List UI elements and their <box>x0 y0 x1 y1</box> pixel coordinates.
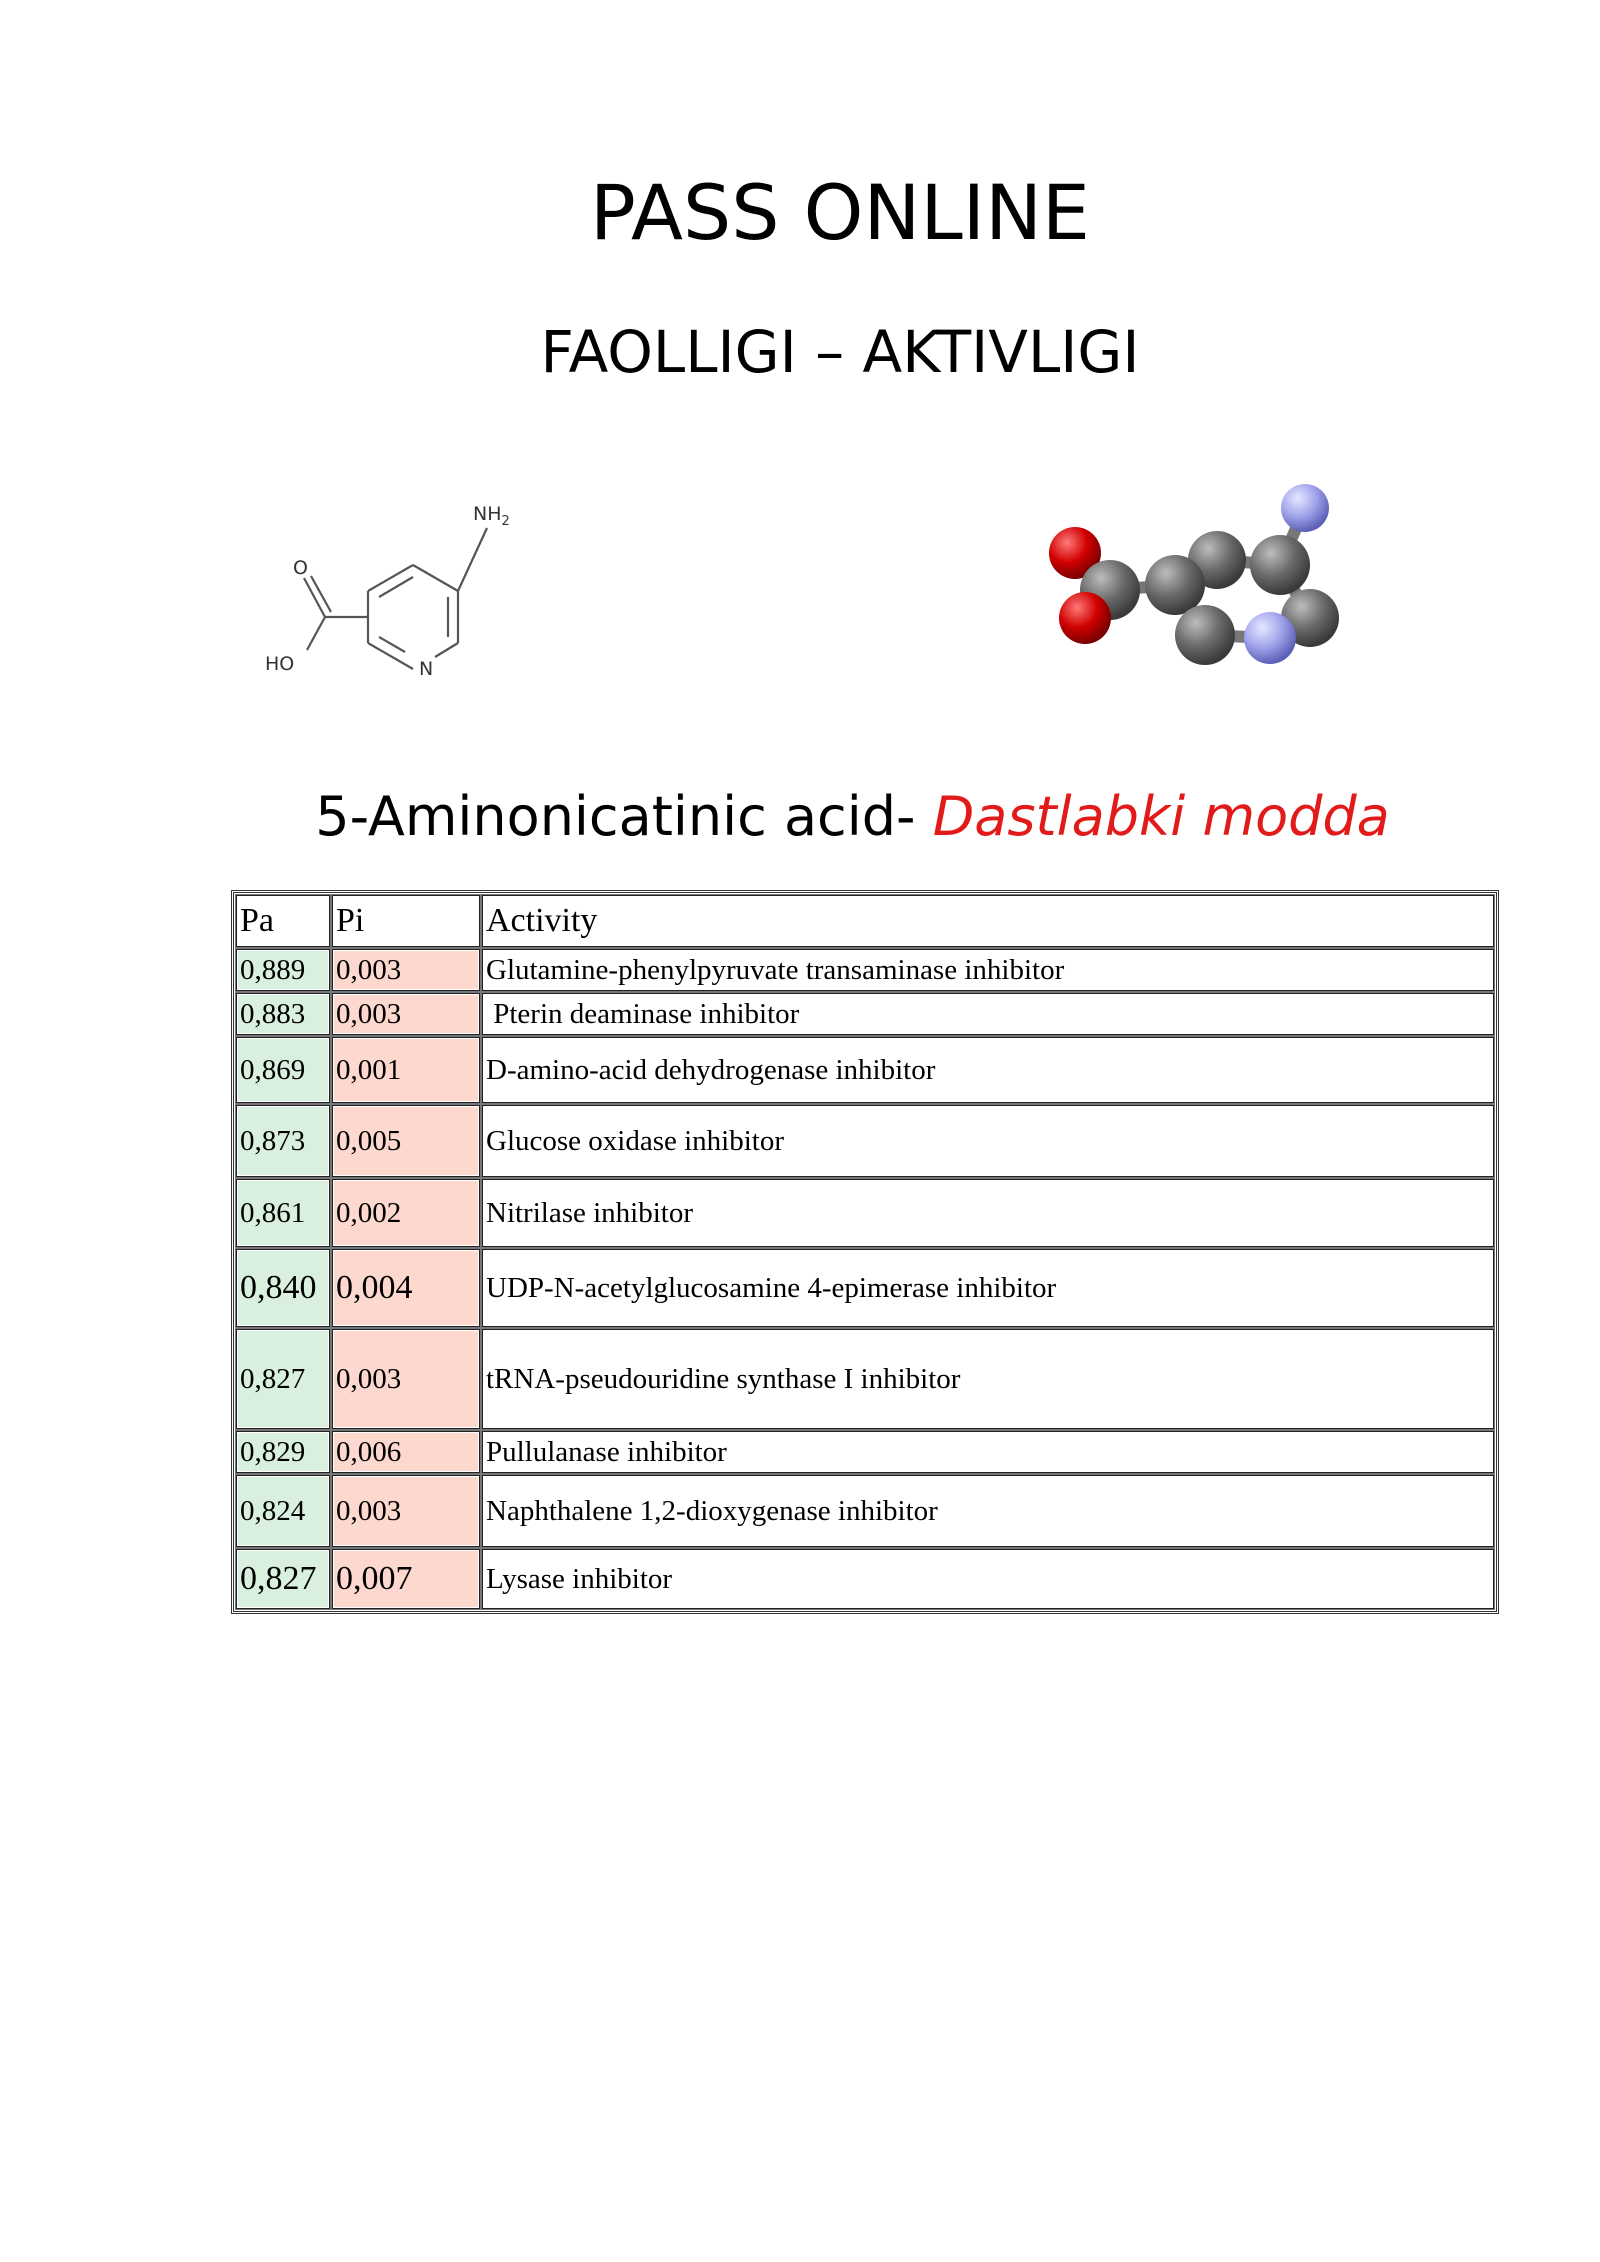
pa-header: Pa <box>236 895 330 947</box>
pa-value: 0,889 <box>236 949 330 991</box>
pi-value: 0,005 <box>332 1105 480 1177</box>
activity-value: Pterin deaminase inhibitor <box>482 993 1494 1035</box>
structure-2d-image: NH2 O HO N <box>265 503 510 680</box>
ring-nitrogen-label: N <box>419 658 433 680</box>
activity-value: Nitrilase inhibitor <box>482 1179 1494 1247</box>
table-row: 0,889 0,003 Glutamine-phenylpyruvate tra… <box>236 949 1494 991</box>
pi-value: 0,004 <box>332 1249 480 1327</box>
activity-value: Lysase inhibitor <box>482 1549 1494 1609</box>
pa-value: 0,873 <box>236 1105 330 1177</box>
table-row: 0,861 0,002 Nitrilase inhibitor <box>236 1179 1494 1247</box>
activity-value: Pullulanase inhibitor <box>482 1431 1494 1473</box>
carbon-atom <box>1250 535 1310 595</box>
activity-header: Activity <box>482 895 1494 947</box>
page-title: PASS ONLINE <box>590 168 1090 257</box>
carbon-atom <box>1281 589 1339 647</box>
skeletal-bonds <box>303 527 488 670</box>
pa-value: 0,861 <box>236 1179 330 1247</box>
carbon-atom <box>1175 605 1235 665</box>
oxygen-label: O <box>293 557 308 579</box>
pi-value: 0,003 <box>332 993 480 1035</box>
pa-value: 0,840 <box>236 1249 330 1327</box>
compound-name: 5-Aminonicatinic acid- <box>315 785 916 848</box>
pi-value: 0,001 <box>332 1037 480 1103</box>
activity-value: Glucose oxidase inhibitor <box>482 1105 1494 1177</box>
table-header-row: Pa Pi Activity <box>236 895 1494 947</box>
pi-value: 0,003 <box>332 1329 480 1429</box>
oxygen-atom <box>1059 592 1111 644</box>
compound-caption: 5-Aminonicatinic acid- Dastlabki modda <box>0 785 1600 848</box>
pa-value: 0,827 <box>236 1549 330 1609</box>
carbon-atom <box>1145 555 1205 615</box>
pi-value: 0,003 <box>332 949 480 991</box>
table-row: 0,827 0,003 tRNA-pseudouridine synthase … <box>236 1329 1494 1429</box>
pa-value: 0,824 <box>236 1475 330 1547</box>
table-row: 0,824 0,003 Naphthalene 1,2-dioxygenase … <box>236 1475 1494 1547</box>
pi-value: 0,002 <box>332 1179 480 1247</box>
table-row: 0,883 0,003 Pterin deaminase inhibitor <box>236 993 1494 1035</box>
activity-value: tRNA-pseudouridine synthase I inhibitor <box>482 1329 1494 1429</box>
nitrogen-atom <box>1281 484 1329 532</box>
structure-3d-image <box>1049 484 1339 665</box>
hydroxyl-label: HO <box>265 653 294 675</box>
page-subtitle: FAOLLIGI – AKTIVLIGI <box>540 318 1140 386</box>
activity-value: Glutamine-phenylpyruvate transaminase in… <box>482 949 1494 991</box>
pa-value: 0,829 <box>236 1431 330 1473</box>
nh2-label: NH2 <box>473 503 510 529</box>
table-row: 0,869 0,001 D-amino-acid dehydrogenase i… <box>236 1037 1494 1103</box>
table-row: 0,829 0,006 Pullulanase inhibitor <box>236 1431 1494 1473</box>
pi-value: 0,006 <box>332 1431 480 1473</box>
oxygen-atom <box>1049 527 1101 579</box>
pi-value: 0,003 <box>332 1475 480 1547</box>
nitrogen-atom <box>1244 612 1296 664</box>
activity-value: Naphthalene 1,2-dioxygenase inhibitor <box>482 1475 1494 1547</box>
pa-value: 0,827 <box>236 1329 330 1429</box>
table-row: 0,840 0,004 UDP-N-acetylglucosamine 4-ep… <box>236 1249 1494 1327</box>
activity-table: Pa Pi Activity 0,889 0,003 Glutamine-phe… <box>231 890 1499 1614</box>
activity-value: UDP-N-acetylglucosamine 4-epimerase inhi… <box>482 1249 1494 1327</box>
activity-value: D-amino-acid dehydrogenase inhibitor <box>482 1037 1494 1103</box>
pa-value: 0,883 <box>236 993 330 1035</box>
pi-header: Pi <box>332 895 480 947</box>
compound-role: Dastlabki modda <box>932 785 1390 848</box>
pi-value: 0,007 <box>332 1549 480 1609</box>
pa-value: 0,869 <box>236 1037 330 1103</box>
table-row: 0,827 0,007 Lysase inhibitor <box>236 1549 1494 1609</box>
table-row: 0,873 0,005 Glucose oxidase inhibitor <box>236 1105 1494 1177</box>
